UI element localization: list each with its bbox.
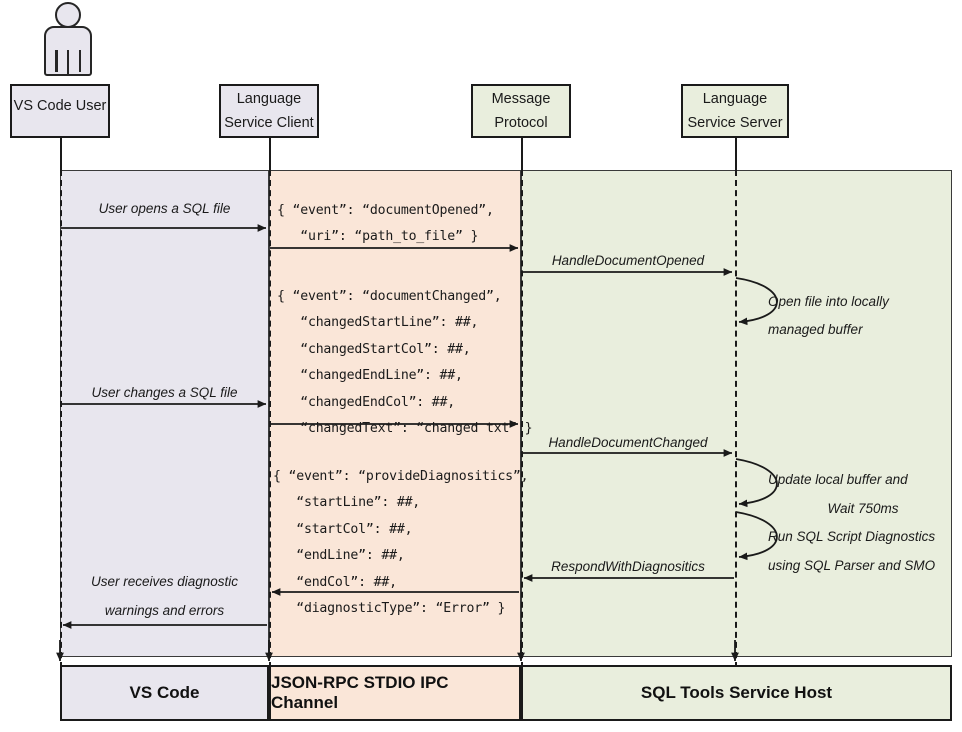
- footer-label: VS Code: [129, 683, 200, 702]
- note-open-file-line2: managed buffer: [768, 322, 863, 337]
- participant-label-line2: Protocol: [494, 114, 548, 131]
- participant-box-message-protocol[interactable]: Message Protocol: [471, 84, 571, 138]
- message-label-user-changes-sql-file: User changes a SQL file: [91, 385, 238, 400]
- lane-vs-code: [60, 170, 269, 657]
- message-label-user-receives-diagnostics-line1: User receives diagnostic: [90, 574, 239, 589]
- participant-label-line1: Language: [236, 91, 302, 107]
- participant-label-line2: Service Server: [687, 114, 783, 131]
- participant-label-line2: Service Client: [224, 114, 314, 131]
- lifeline-language-service-server: [735, 170, 737, 668]
- participant-box-language-service-server[interactable]: Language Service Server: [681, 84, 789, 138]
- lifeline-vs-code-user: [60, 170, 62, 668]
- lifeline-language-service-client-top: [269, 138, 271, 170]
- footer-bar-vs-code[interactable]: VS Code: [60, 665, 269, 721]
- participant-label-line1: VS Code User: [13, 98, 107, 115]
- lifeline-vs-code-user-top: [60, 138, 62, 170]
- participant-box-vs-code-user[interactable]: VS Code User: [10, 84, 110, 138]
- participant-label-line1: Language: [702, 91, 768, 107]
- payload-document-opened: { “event”: “documentOpened”, “uri”: “pat…: [277, 203, 494, 245]
- message-label-handle-document-changed: HandleDocumentChanged: [548, 435, 708, 450]
- participant-box-language-service-client[interactable]: Language Service Client: [219, 84, 319, 138]
- lifeline-language-service-server-top: [735, 138, 737, 170]
- message-label-respond-with-diagnostics: RespondWithDiagnositics: [551, 559, 705, 574]
- message-label-user-receives-diagnostics-line2: warnings and errors: [104, 603, 225, 618]
- lifeline-language-service-client: [269, 170, 271, 668]
- message-label-user-opens-sql-file: User opens a SQL file: [98, 201, 231, 216]
- note-open-file-line1: Open file into locally: [768, 294, 889, 309]
- footer-bar-sql-tools-service-host[interactable]: SQL Tools Service Host: [521, 665, 952, 721]
- footer-label: JSON-RPC STDIO IPC Channel: [271, 673, 449, 712]
- lifeline-message-protocol: [521, 170, 523, 668]
- lane-json-rpc: [269, 170, 521, 657]
- participant-label-line1: Message: [491, 91, 551, 107]
- note-update-buffer-line2: Wait 750ms: [827, 501, 899, 516]
- payload-document-changed: { “event”: “documentChanged”, “changedSt…: [277, 289, 533, 437]
- note-run-diagnostics-line1: Run SQL Script Diagnostics: [768, 529, 936, 544]
- footer-label: SQL Tools Service Host: [640, 683, 833, 702]
- note-run-diagnostics-line2: using SQL Parser and SMO: [768, 558, 936, 573]
- note-update-buffer-line1: Update local buffer and: [768, 472, 908, 487]
- actor-person-icon: [36, 2, 116, 80]
- footer-bar-json-rpc-stdio-ipc-channel[interactable]: JSON-RPC STDIO IPC Channel: [269, 665, 521, 721]
- message-label-handle-document-opened: HandleDocumentOpened: [551, 253, 705, 268]
- payload-provide-diagnostics: { “event”: “provideDiagnositics”, “start…: [273, 469, 529, 617]
- lifeline-message-protocol-top: [521, 138, 523, 170]
